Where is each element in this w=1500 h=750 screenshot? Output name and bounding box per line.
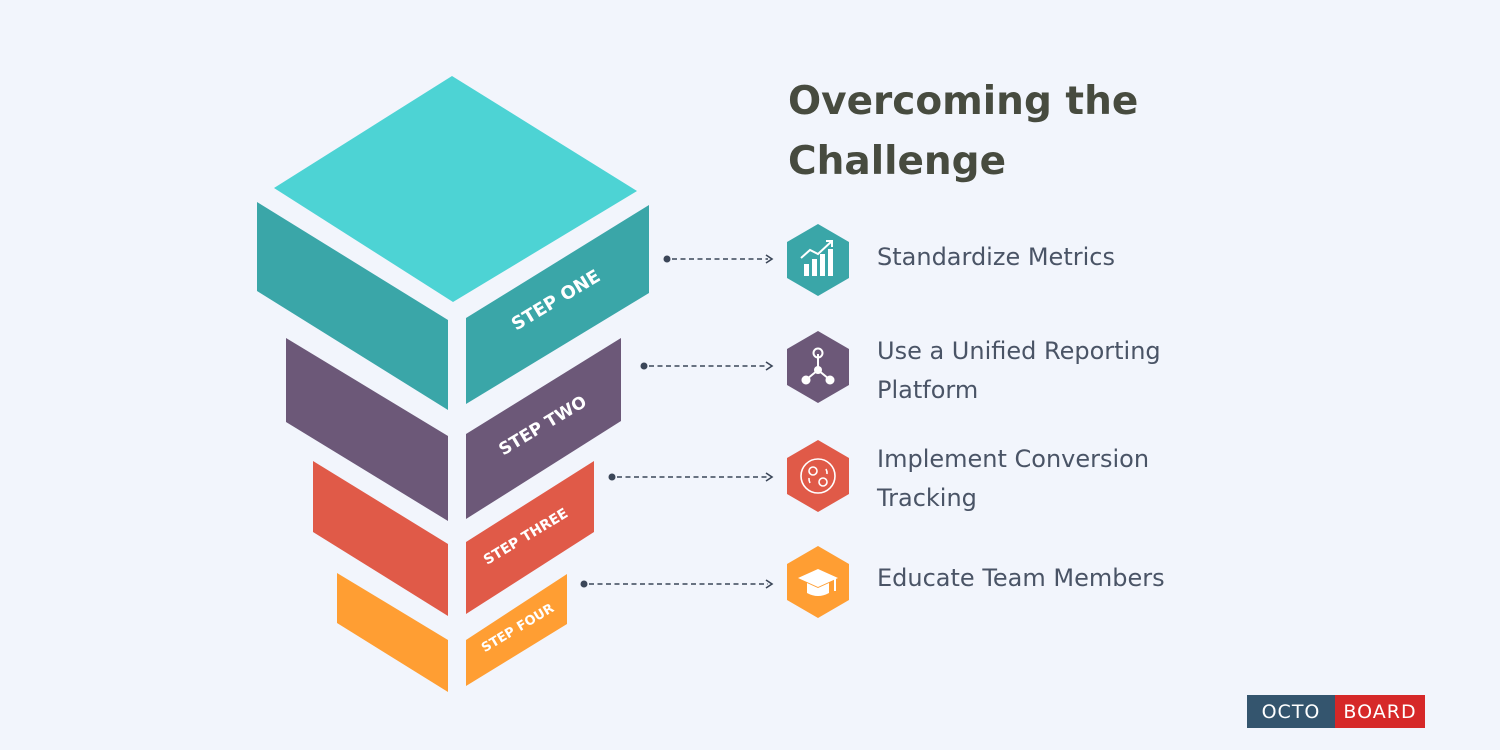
- conversion-cycle-icon: [787, 440, 849, 512]
- step-two-text-line-1: Use a Unified Reporting: [877, 337, 1161, 365]
- connector-one: [663, 254, 774, 264]
- step-three-description: Implement Conversion Tracking: [877, 440, 1237, 518]
- connector-four: [580, 579, 774, 589]
- step-three-text-line-1: Implement Conversion: [877, 445, 1150, 473]
- step-four-left-face: [337, 573, 448, 692]
- step-two-text-line-2: Platform: [877, 376, 979, 404]
- step-four-description: Educate Team Members: [877, 559, 1237, 598]
- octoboard-logo: OCTO BOARD: [1247, 695, 1425, 728]
- step-three-right-face: [466, 461, 594, 614]
- step-one-description: Standardize Metrics: [877, 238, 1237, 277]
- connector-two: [640, 361, 774, 371]
- title-line-2: Challenge: [788, 139, 1007, 184]
- step-one-text-line-1: Standardize Metrics: [877, 243, 1115, 271]
- step-three-text-line-2: Tracking: [877, 484, 977, 512]
- step-one-left-face: [257, 202, 448, 410]
- step-one-right-face: [466, 205, 649, 404]
- step-four-right-face: [466, 574, 567, 686]
- connector-three: [608, 472, 774, 482]
- graduation-cap-icon: [787, 546, 849, 618]
- network-nodes-icon: [787, 331, 849, 403]
- step-two-right-face: [466, 338, 621, 519]
- step-two-description: Use a Unified Reporting Platform: [877, 332, 1237, 410]
- logo-octo: OCTO: [1247, 695, 1335, 728]
- page-title: Overcoming the Challenge: [788, 72, 1308, 192]
- title-line-1: Overcoming the: [788, 79, 1139, 124]
- growth-chart-icon: [787, 224, 849, 296]
- step-four-text-line-1: Educate Team Members: [877, 564, 1165, 592]
- logo-board: BOARD: [1335, 695, 1425, 728]
- step-one-top-face: [274, 76, 637, 302]
- step-two-left-face: [286, 338, 448, 521]
- step-three-left-face: [313, 461, 448, 616]
